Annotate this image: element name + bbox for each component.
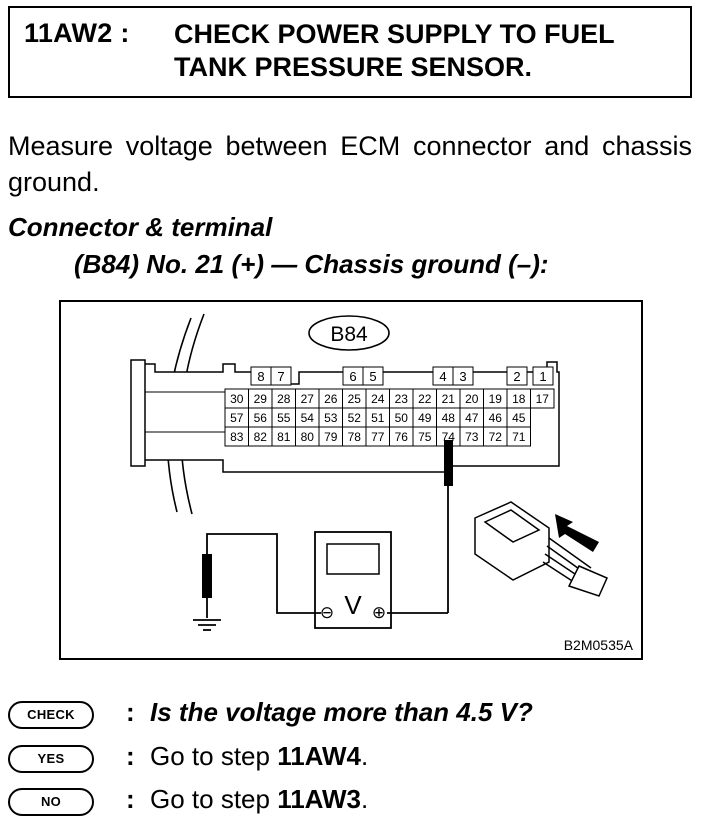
pin-number: 50 <box>395 411 409 425</box>
pin-number: 26 <box>324 392 338 406</box>
pin-number: 23 <box>395 392 409 406</box>
pin-label: 7 <box>277 369 284 384</box>
no-answer: Go to step 11AW3. <box>150 784 368 815</box>
pin-label: 2 <box>513 369 520 384</box>
pin-grid: 30 29 28 27 26 25 24 23 22 21 20 19 18 17 57 56 55 54 53 52… <box>224 388 555 447</box>
instruction-text: Measure voltage between ECM connector an… <box>8 131 692 197</box>
no-prefix: Go to step <box>150 784 278 814</box>
connector-terminals: (B84) No. 21 (+) — Chassis ground (–): <box>74 249 549 279</box>
pin-label: 6 <box>349 369 356 384</box>
pin-number: 78 <box>348 430 362 444</box>
pin-number: 73 <box>465 430 479 444</box>
connector-side-view-icon <box>474 501 608 597</box>
no-badge: NO <box>8 788 94 816</box>
step-title: CHECK POWER SUPPLY TO FUEL TANK PRESSURE… <box>174 18 684 84</box>
step-title-line2: TANK PRESSURE SENSOR. <box>174 52 533 82</box>
yes-prefix: Go to step <box>150 741 278 771</box>
yes-colon: : <box>126 741 135 771</box>
pin-label: 4 <box>439 369 446 384</box>
check-badge: CHECK <box>8 701 94 729</box>
pin-number: 75 <box>418 430 432 444</box>
connector-heading: Connector & terminal <box>8 212 273 242</box>
connector-badge-label: B84 <box>330 323 368 346</box>
pin-number: 79 <box>324 430 338 444</box>
meter-negative-symbol: ⊖ <box>320 603 334 623</box>
no-suffix: . <box>361 784 369 814</box>
pin-number: 20 <box>465 392 479 406</box>
check-colon: : <box>126 697 135 727</box>
pin-number: 17 <box>536 392 550 406</box>
positive-probe <box>387 440 453 614</box>
pin-number: 30 <box>230 392 244 406</box>
pin-number: 25 <box>348 392 362 406</box>
pin-label: 1 <box>539 369 546 384</box>
yes-answer: Go to step 11AW4. <box>150 741 368 772</box>
step-code: 11AW2 : <box>24 18 130 48</box>
pin-number: 80 <box>301 430 315 444</box>
meter-volt-symbol: V <box>344 590 362 620</box>
pin-number: 55 <box>277 411 291 425</box>
pin-number: 82 <box>254 430 268 444</box>
pin-number: 54 <box>301 411 315 425</box>
pin-number: 72 <box>489 430 503 444</box>
pin-number: 45 <box>512 411 526 425</box>
negative-probe <box>202 533 321 618</box>
ground-icon <box>193 619 221 631</box>
pin-number: 51 <box>371 411 385 425</box>
pin-number: 57 <box>230 411 244 425</box>
figure-id: B2M0535A <box>564 637 634 653</box>
yes-badge: YES <box>8 745 94 773</box>
pin-number: 18 <box>512 392 526 406</box>
meter-display <box>326 543 380 575</box>
step-header: 11AW2 : CHECK POWER SUPPLY TO FUEL TANK … <box>8 6 692 98</box>
step-title-line1: CHECK POWER SUPPLY TO FUEL <box>174 19 615 49</box>
meter-positive-symbol: ⊕ <box>372 603 386 623</box>
check-question: Is the voltage more than 4.5 V? <box>150 697 533 727</box>
insertion-arrow-icon <box>555 514 599 552</box>
pin-number: 29 <box>254 392 268 406</box>
pin-number: 46 <box>489 411 503 425</box>
yes-suffix: . <box>361 741 369 771</box>
pin-number: 71 <box>512 430 526 444</box>
pin-number: 77 <box>371 430 385 444</box>
pin-number: 21 <box>442 392 456 406</box>
pin-number: 53 <box>324 411 338 425</box>
pin-number: 27 <box>301 392 315 406</box>
pin-number: 56 <box>254 411 268 425</box>
pin-number: 19 <box>489 392 503 406</box>
pin-cell <box>530 388 555 409</box>
voltmeter: ⊖ V ⊕ <box>314 531 392 629</box>
pin-number: 24 <box>371 392 385 406</box>
no-step-link[interactable]: 11AW3 <box>277 784 362 814</box>
yes-step-link[interactable]: 11AW4 <box>277 741 362 771</box>
pin-label: 8 <box>257 369 264 384</box>
pin-cell <box>506 426 531 447</box>
wiring-figure: B84 8 7 6 5 4 3 2 1 30 29 28 27 26 25 24 23 22 21… <box>59 300 643 660</box>
pin-label: 3 <box>459 369 466 384</box>
pin-number: 52 <box>348 411 362 425</box>
pin-number: 28 <box>277 392 291 406</box>
pin-number: 81 <box>277 430 291 444</box>
pin-label: 5 <box>369 369 376 384</box>
pin-number: 76 <box>395 430 409 444</box>
no-colon: : <box>126 784 135 814</box>
connector-badge <box>308 315 390 351</box>
pin-number: 49 <box>418 411 432 425</box>
pin-number: 22 <box>418 392 432 406</box>
pin-number: 48 <box>442 411 456 425</box>
pin-number: 47 <box>465 411 479 425</box>
pin-number: 83 <box>230 430 244 444</box>
